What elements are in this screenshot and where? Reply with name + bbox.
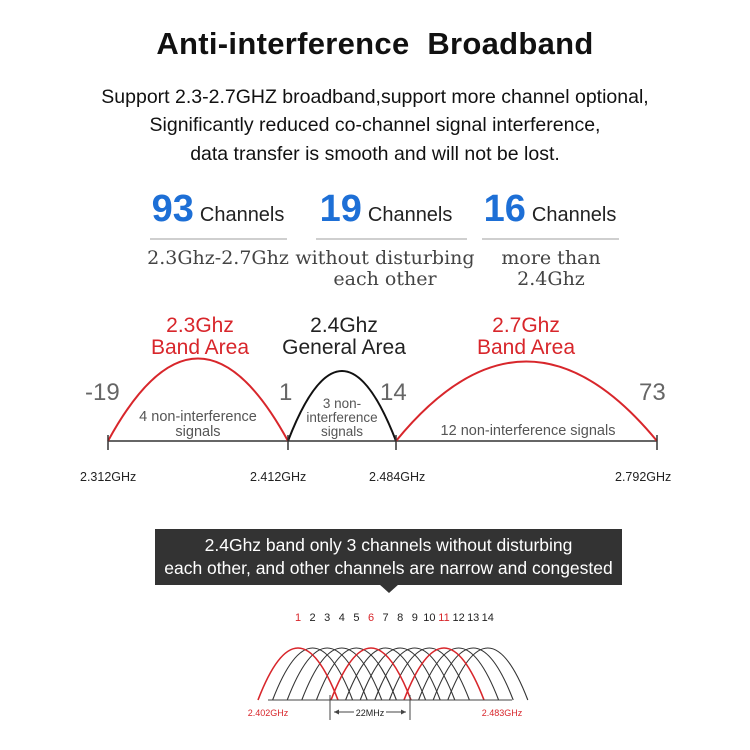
stat-desc-2: without disturbing each other	[285, 248, 485, 290]
stat-number: 19	[319, 188, 362, 230]
info-banner: 2.4Ghz band only 3 channels without dist…	[155, 529, 622, 585]
channel-label-1: 1	[295, 612, 301, 624]
stat-desc-line: each other	[333, 268, 437, 290]
freq-label-2-484: 2.484GHz	[369, 470, 426, 484]
band-arc-2-3ghz	[107, 357, 289, 442]
band-arc-2-7ghz	[395, 360, 658, 442]
channel-label-5: 5	[353, 612, 359, 624]
stat-number: 93	[151, 188, 194, 230]
channel-marker-14: 14	[380, 379, 407, 406]
arrowhead-left	[334, 709, 339, 715]
channel-label-11: 11	[438, 612, 449, 624]
channel-label-12: 12	[452, 612, 464, 624]
channel-arc-2	[272, 647, 354, 701]
stat-unit: Channels	[367, 204, 453, 226]
channel-arc-3	[286, 647, 368, 701]
stat-desc-line: 2.4Ghz	[517, 268, 585, 290]
banner-line-2: each other, and other channels are narro…	[164, 558, 613, 578]
channel-arc-13	[432, 647, 514, 701]
channel-arc-1	[257, 647, 339, 701]
band-label-2-4ghz: 2.4Ghz General Area	[263, 315, 425, 359]
width-label: 22MHz	[356, 708, 385, 718]
end-freq-label: 2.483GHz	[482, 708, 523, 718]
stat-divider-1	[150, 238, 287, 240]
inner-label-line: interference	[306, 410, 378, 425]
channel-arc-10	[388, 647, 470, 701]
channel-label-14: 14	[482, 612, 494, 624]
inner-label-line: 12 non-interference signals	[440, 423, 616, 439]
band-label-line2: Band Area	[150, 336, 250, 359]
inner-label-left: 4 non-interference signals	[120, 410, 276, 440]
banner-line-1: 2.4Ghz band only 3 channels without dist…	[204, 535, 573, 555]
band-label-line1: 2.3Ghz	[166, 314, 234, 337]
band-label-line2: Band Area	[476, 336, 576, 359]
channel-arcs	[257, 647, 529, 701]
inner-label-line: 4 non-interference	[139, 409, 257, 425]
freq-label-2-312: 2.312GHz	[80, 470, 137, 484]
channel-arc-7	[345, 647, 427, 701]
page-title: Anti-interference Broadband	[156, 26, 594, 61]
channel-label-2: 2	[310, 612, 316, 624]
channel-arc-8	[359, 647, 441, 701]
stat-desc-line: more than	[501, 247, 601, 269]
inner-label-right: 12 non-interference signals	[410, 424, 646, 439]
channel-label-9: 9	[412, 612, 418, 624]
stat-number: 16	[483, 188, 526, 230]
channel-arc-12	[418, 647, 500, 701]
channel-marker--19: -19	[85, 379, 120, 406]
freq-label-2-412: 2.412GHz	[250, 470, 307, 484]
channel-label-8: 8	[397, 612, 403, 624]
band-label-2-3ghz: 2.3Ghz Band Area	[120, 315, 280, 359]
channel-arc-11	[403, 647, 485, 701]
stat-unit: Channels	[531, 204, 617, 226]
channel-label-3: 3	[324, 612, 330, 624]
subtitle-line-2: Significantly reduced co-channel signal …	[149, 114, 601, 136]
stat-desc-line: without disturbing	[295, 247, 475, 269]
channel-label-13: 13	[467, 612, 479, 624]
stat-unit: Channels	[199, 204, 285, 226]
arrowhead-right	[401, 709, 406, 715]
channel-label-7: 7	[383, 612, 389, 624]
subtitle-line-1: Support 2.3-2.7GHZ broadband,support mor…	[101, 86, 649, 108]
channel-label-10: 10	[423, 612, 435, 624]
band-label-line2: General Area	[282, 336, 406, 359]
inner-label-line: 3 non-	[322, 396, 362, 411]
stat-desc-3: more than 2.4Ghz	[451, 248, 651, 290]
stat-divider-3	[482, 238, 619, 240]
stat-desc-line: 2.3Ghz-2.7Ghz	[147, 247, 289, 269]
stat-divider-2	[316, 238, 467, 240]
channel-arc-6	[330, 647, 412, 701]
channel-label-4: 4	[339, 612, 345, 624]
band-arc-2-4ghz	[287, 370, 397, 442]
band-label-line1: 2.4Ghz	[310, 314, 378, 337]
inner-label-line: signals	[175, 424, 221, 440]
start-freq-label: 2.402GHz	[248, 708, 289, 718]
inner-label-middle: 3 non- interference signals	[296, 397, 388, 439]
channel-marker-73: 73	[639, 379, 666, 406]
banner-pointer	[379, 584, 399, 593]
band-label-line1: 2.7Ghz	[492, 314, 560, 337]
freq-label-2-792: 2.792GHz	[615, 470, 672, 484]
stat-desc-1: 2.3Ghz-2.7Ghz	[118, 248, 318, 269]
channel-marker-1: 1	[279, 379, 293, 406]
band-label-2-7ghz: 2.7Ghz Band Area	[446, 315, 606, 359]
channel-arc-5	[315, 647, 397, 701]
channel-label-6: 6	[368, 612, 374, 624]
channel-arc-14	[447, 647, 529, 701]
subtitle-line-3: data transfer is smooth and will not be …	[190, 143, 560, 165]
inner-label-line: signals	[320, 424, 364, 439]
channel-arc-9	[374, 647, 456, 701]
channel-arc-4	[301, 647, 383, 701]
